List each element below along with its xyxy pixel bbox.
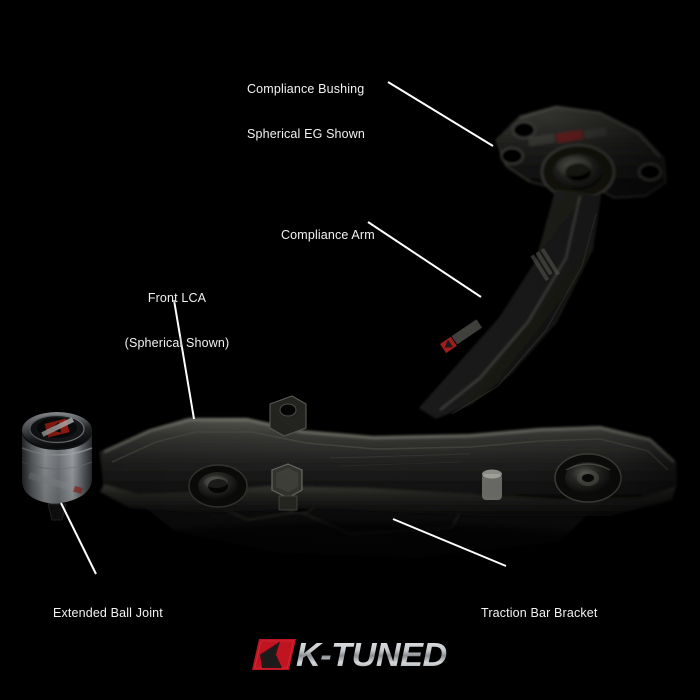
callout-traction-bar-bracket-line1: Traction Bar Bracket: [481, 606, 598, 620]
callout-extended-ball-joint-line1: Extended Ball Joint: [53, 606, 163, 620]
callout-compliance-bushing: Compliance Bushing Spherical EG Shown: [247, 52, 365, 172]
callout-front-lca-line2: (Spherical Shown): [124, 336, 230, 350]
callout-compliance-bushing-line1: Compliance Bushing: [247, 82, 365, 96]
callout-traction-bar-bracket: Traction Bar Bracket: [481, 576, 597, 651]
brand-logo: K-TUNED: [252, 636, 457, 676]
callout-compliance-arm: Compliance Arm: [281, 198, 375, 273]
brand-logo-wordmark: K-TUNED: [296, 636, 447, 673]
callout-front-lca-line1: Front LCA: [147, 291, 207, 305]
k-tuned-arrow-emblem-icon: [252, 639, 296, 670]
callout-extended-ball-joint: Extended Ball Joint: [53, 576, 163, 651]
callout-compliance-bushing-line2: Spherical EG Shown: [247, 127, 366, 141]
callout-compliance-arm-line1: Compliance Arm: [281, 228, 375, 242]
callout-front-lca: Front LCA (Spherical Shown): [122, 261, 232, 381]
